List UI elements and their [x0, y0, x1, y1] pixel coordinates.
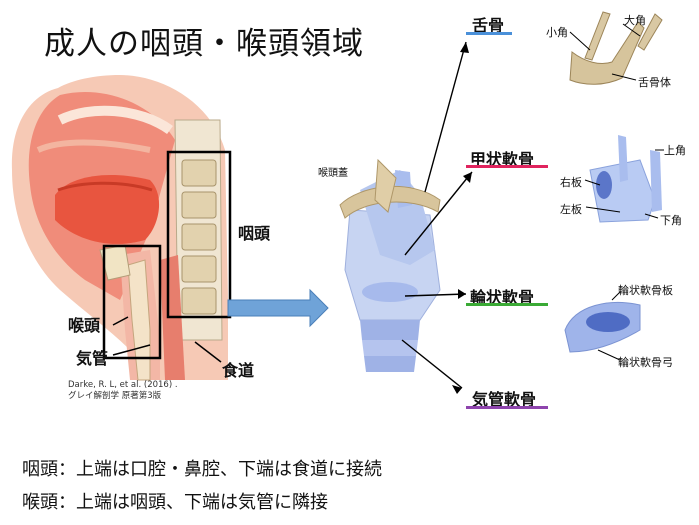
underline-thyroid: [466, 165, 548, 168]
label-cricoid-lamina: 輪状軟骨板: [618, 284, 673, 297]
label-superior-horn: 上角: [664, 144, 686, 157]
underline-hyoid: [466, 32, 512, 35]
label-cricoid-arch: 輪状軟骨弓: [618, 356, 673, 369]
credit-line-1: Darke, R. L, et al. (2016) .: [68, 380, 178, 390]
pharynx-bracket: [166, 150, 232, 319]
heading-tracheal: 気管軟骨: [472, 390, 537, 409]
heading-cricoid: 輪状軟骨: [470, 288, 535, 307]
larynx-box: [102, 244, 162, 360]
underline-tracheal: [466, 406, 548, 409]
heading-hyoid: 舌骨: [472, 16, 505, 35]
heading-thyroid: 甲状軟骨: [470, 150, 535, 169]
label-epiglottis: 喉頭蓋: [318, 168, 348, 179]
label-larynx: 喉頭: [68, 316, 101, 335]
note-pharynx: 咽頭：上端は口腔・鼻腔、下端は食道に接続: [22, 459, 382, 480]
label-left-lamina: 左板: [560, 203, 582, 216]
zoom-arrow: [227, 288, 329, 328]
label-right-lamina: 右板: [560, 176, 582, 189]
label-trachea: 気管: [76, 349, 109, 368]
head-section-illustration: [11, 75, 229, 381]
underline-cricoid: [466, 303, 548, 306]
label-pharynx: 咽頭: [238, 224, 271, 243]
page-title: 成人の咽頭・喉頭領域: [44, 26, 364, 62]
label-lesser-horn: 小角: [546, 26, 568, 39]
thyroid-cartilage-illustration: [584, 135, 664, 223]
note-larynx: 喉頭：上端は咽頭、下端は気管に隣接: [22, 492, 328, 513]
cricoid-cartilage-illustration: [564, 291, 641, 361]
label-esophagus: 食道: [222, 361, 255, 380]
credit-line-2: グレイ解剖学 原著第3版: [68, 391, 162, 401]
label-greater-horn: 大角: [624, 14, 646, 27]
label-inferior-horn: 下角: [660, 214, 682, 227]
hyoid-bone-illustration: [569, 11, 663, 85]
label-hyoid-body: 舌骨体: [638, 76, 671, 89]
